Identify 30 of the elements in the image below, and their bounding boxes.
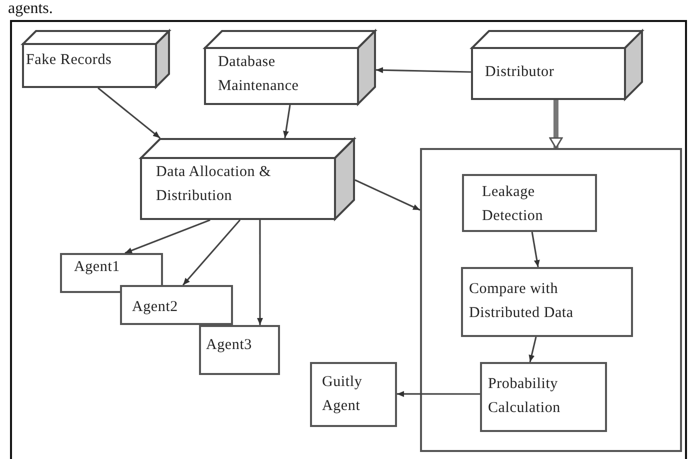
arrow xyxy=(376,67,472,74)
process-box xyxy=(461,267,633,337)
process-box xyxy=(310,362,397,427)
arrow xyxy=(549,100,563,149)
node-label: Guitly Agent xyxy=(322,373,364,416)
arrow xyxy=(182,219,241,286)
arrow xyxy=(124,219,210,254)
node-label: Distributor xyxy=(485,63,556,82)
node-label: Agent1 xyxy=(74,258,121,277)
node-label: Data Allocation & Distribution xyxy=(156,163,272,206)
node-label: Agent2 xyxy=(132,298,179,317)
arrow xyxy=(528,336,537,362)
box-outline xyxy=(420,148,682,452)
process-box xyxy=(480,362,607,432)
process-box xyxy=(120,285,233,325)
arrow xyxy=(531,232,540,268)
node-label: Probability Calculation xyxy=(488,375,562,418)
process-box xyxy=(199,325,280,375)
arrow xyxy=(257,220,263,325)
arrow xyxy=(283,104,291,138)
node-label: Fake Records xyxy=(26,51,113,70)
process-box xyxy=(60,253,163,293)
arrow xyxy=(98,87,160,139)
node-label: Agent3 xyxy=(206,336,253,355)
arrow xyxy=(397,390,480,397)
node-label: Database Maintenance xyxy=(218,53,300,96)
node-label: Compare with Distributed Data xyxy=(469,280,574,323)
node-label: Leakage Detection xyxy=(482,183,544,226)
caption-fragment: agents. xyxy=(8,0,53,18)
process-box xyxy=(462,174,597,232)
